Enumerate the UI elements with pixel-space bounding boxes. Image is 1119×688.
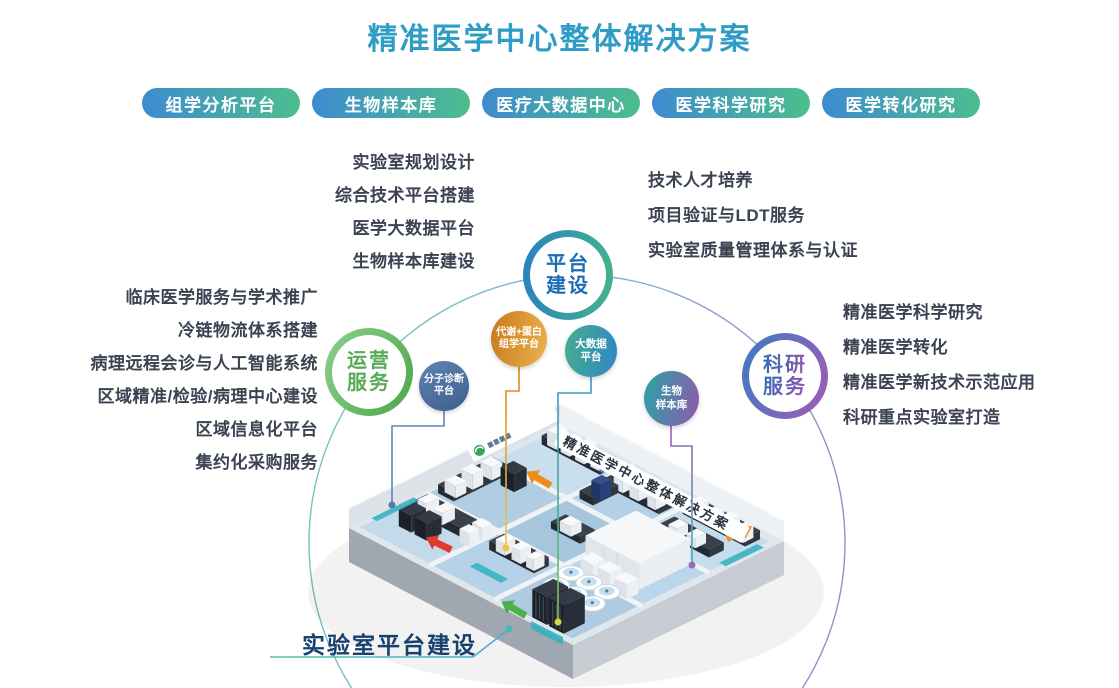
pill-medical-science-research[interactable]: 医学科学研究	[652, 88, 810, 118]
pill-omics-analysis-platform[interactable]: 组学分析平台	[142, 88, 300, 118]
research-services-circle: 科研 服务	[742, 333, 828, 419]
page-title: 精准医学中心整体解决方案	[367, 23, 752, 56]
node-biobank: 生物 样本库	[644, 371, 699, 426]
list-item: 临床医学服务与学术推广	[125, 288, 318, 307]
leader-dot-molecular	[388, 501, 396, 509]
node-metabolism-proteomics-platform: 代谢+蛋白 组学平台	[491, 311, 547, 367]
circle-label: 平台	[546, 252, 590, 275]
lab-platform-construction-label: 实验室平台建设	[302, 633, 477, 658]
leader-dot-big-data	[554, 618, 562, 626]
list-item: 实验室质量管理体系与认证	[648, 241, 858, 260]
list-item: 集约化采购服务	[195, 453, 318, 472]
list-item: 精准医学科学研究	[843, 303, 983, 322]
node-label: 平台	[434, 386, 454, 397]
platform-construction-list: 实验室规划设计 综合技术平台搭建 医学大数据平台 生物样本库建设	[335, 144, 475, 276]
node-label: 生物	[661, 385, 682, 398]
circle-label: 服务	[763, 376, 807, 398]
talent-services-list: 技术人才培养 项目验证与LDT服务 实验室质量管理体系与认证	[648, 161, 858, 266]
list-item: 生物样本库建设	[352, 252, 475, 271]
leader-dot-metabolism	[502, 544, 510, 552]
pill-medical-big-data-center[interactable]: 医疗大数据中心	[482, 88, 640, 118]
list-item: 科研重点实验室打造	[843, 408, 1001, 427]
node-label: 平台	[580, 351, 602, 363]
node-molecular-diagnosis-platform: 分子诊断 平台	[419, 361, 469, 411]
node-label: 组学平台	[499, 339, 539, 350]
pill-medical-translation-research[interactable]: 医学转化研究	[822, 88, 980, 118]
isometric-lab-building: 精准医学中心整体解决方案	[348, 403, 785, 679]
list-item: 综合技术平台搭建	[335, 186, 475, 205]
circle-label: 科研	[763, 353, 807, 376]
node-label: 大数据	[575, 337, 607, 350]
pill-biobank[interactable]: 生物样本库	[312, 88, 470, 118]
circle-label: 建设	[546, 275, 590, 297]
list-item: 区域信息化平台	[195, 420, 318, 439]
list-item: 项目验证与LDT服务	[648, 206, 806, 225]
leader-metabolism	[505, 367, 520, 546]
circle-label: 运营	[347, 349, 391, 372]
connector-dot	[505, 625, 513, 633]
leader-big-data	[557, 377, 592, 620]
category-pills: 组学分析平台 生物样本库 医疗大数据中心 医学科学研究 医学转化研究	[142, 88, 980, 118]
leader-molecular-diagnosis	[391, 411, 445, 503]
list-item: 实验室规划设计	[352, 153, 475, 172]
list-item: 技术人才培养	[648, 171, 753, 190]
list-item: 精准医学新技术示范应用	[843, 373, 1036, 392]
leader-lines	[270, 367, 696, 658]
circle-label: 服务	[347, 372, 391, 394]
node-label: 分子诊断	[424, 373, 464, 385]
operation-services-list: 临床医学服务与学术推广 冷链物流体系搭建 病理远程会诊与人工智能系统 区域精准/…	[91, 279, 319, 477]
list-item: 冷链物流体系搭建	[178, 321, 318, 340]
node-label: 代谢+蛋白	[496, 326, 542, 338]
list-item: 医学大数据平台	[352, 219, 475, 238]
node-label: 样本库	[655, 398, 688, 411]
leader-biobank	[670, 426, 693, 563]
research-services-list: 精准医学科学研究 精准医学转化 精准医学新技术示范应用 科研重点实验室打造	[843, 293, 1036, 433]
bottom-label-connector	[270, 628, 510, 658]
node-big-data-platform: 大数据 平台	[565, 325, 617, 377]
list-item: 区域精准/检验/病理中心建设	[97, 387, 318, 406]
list-item: 精准医学转化	[843, 338, 948, 357]
platform-construction-circle: 平台 建设	[523, 230, 613, 320]
list-item: 病理远程会诊与人工智能系统	[90, 354, 318, 373]
operation-services-circle: 运营 服务	[325, 328, 413, 416]
leader-dot-biobank	[688, 561, 696, 569]
